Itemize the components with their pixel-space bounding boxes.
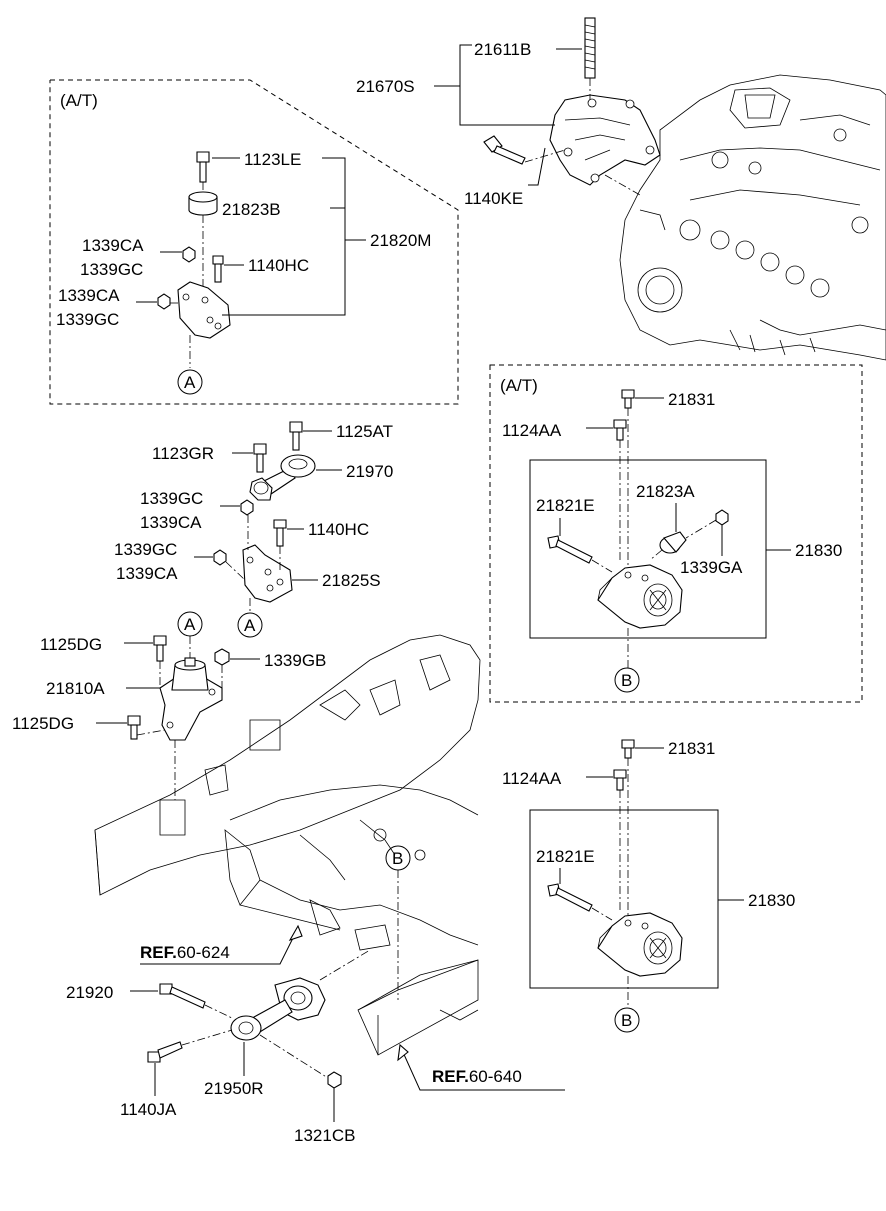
marker-b-1: B	[392, 849, 403, 868]
label-21821e-1: 21821E	[536, 496, 595, 515]
label-1124aa-2: 1124AA	[502, 769, 562, 788]
nut-1339gb	[214, 648, 230, 666]
ref-60-624: REF.60-624	[140, 943, 230, 962]
bolt-21821e-1	[547, 535, 593, 564]
torque-arm-21970	[249, 454, 316, 501]
marker-a-1: A	[184, 373, 196, 392]
at-box-right-frame	[489, 364, 863, 703]
bushing-21823a	[659, 531, 687, 554]
mount-box-21830-2	[529, 809, 719, 989]
ref-60-640: REF.60-640	[432, 1067, 522, 1086]
nut-1339ca-2	[157, 293, 171, 310]
marker-b-circle-3	[614, 1007, 640, 1033]
label-21825s: 21825S	[322, 571, 381, 590]
bracket-21825s	[242, 544, 293, 603]
mount-21830-1	[597, 564, 683, 629]
bolt-1123gr	[253, 443, 267, 473]
label-1123le: 1123LE	[244, 150, 301, 169]
nut-1339ga	[715, 509, 729, 526]
label-1124aa-1: 1124AA	[502, 421, 562, 440]
bolt-1125dg-2	[127, 715, 141, 740]
at-box-left-title: (A/T)	[60, 91, 98, 110]
label-1339gb: 1339GB	[264, 651, 326, 670]
label-1339ca-4: 1339CA	[116, 564, 178, 583]
label-21820m: 21820M	[370, 231, 431, 250]
marker-a-3: A	[184, 615, 196, 634]
bolt-1125at	[289, 421, 303, 451]
nut-1339ca-1	[182, 246, 196, 263]
label-21831-1: 21831	[668, 390, 715, 409]
label-1140hc-1: 1140HC	[248, 256, 309, 275]
marker-a-circle-2	[237, 612, 263, 638]
bolt-1140hc-2	[273, 519, 287, 547]
label-1125dg-2: 1125DG	[12, 714, 74, 733]
label-1140ja: 1140JA	[120, 1100, 177, 1119]
nut-1339ca-3	[240, 499, 254, 516]
bolt-1140ke	[483, 135, 526, 165]
label-1339ca-1: 1339CA	[82, 236, 144, 255]
label-21970: 21970	[346, 462, 393, 481]
marker-b-2: B	[621, 671, 632, 690]
label-1140hc-2: 1140HC	[308, 520, 369, 539]
label-21831-2: 21831	[668, 739, 715, 758]
bolt-21831-2	[621, 739, 635, 759]
engine-mount-bracket-21670s	[549, 94, 661, 186]
label-1339gc-4: 1339GC	[114, 540, 177, 559]
bracket-21820m	[177, 281, 231, 339]
label-1339ca-2: 1339CA	[58, 286, 120, 305]
label-21830-1: 21830	[795, 541, 842, 560]
label-1339gc-1: 1339GC	[80, 260, 143, 279]
stud-21611b	[584, 17, 596, 79]
label-21821e-2: 21821E	[536, 847, 595, 866]
at-box-right-title: (A/T)	[500, 376, 538, 395]
label-1339ga: 1339GA	[680, 558, 743, 577]
bolt-21821e-2	[547, 883, 593, 912]
bolt-1124aa-2	[613, 769, 627, 791]
label-21823a: 21823A	[636, 482, 695, 501]
label-21611b: 21611B	[474, 40, 531, 59]
label-1123gr: 1123GR	[152, 444, 214, 463]
bolt-1123le	[196, 151, 210, 183]
label-21920: 21920	[66, 983, 113, 1002]
label-21823b: 21823B	[222, 200, 281, 219]
label-21830-2: 21830	[748, 891, 795, 910]
engine-block-illustration	[619, 74, 886, 361]
marker-a-circle-1	[177, 369, 203, 395]
marker-b-3: B	[621, 1011, 632, 1030]
mount-21830-2	[597, 912, 683, 977]
label-21810a: 21810A	[46, 679, 105, 698]
bolt-1140hc-1	[212, 255, 224, 283]
roll-rod-21950r	[230, 977, 326, 1041]
bolt-1124aa-1	[613, 419, 627, 441]
label-1125at: 1125AT	[336, 422, 393, 441]
label-21950r: 21950R	[204, 1079, 264, 1098]
bolt-1125dg-1	[153, 635, 167, 662]
nut-1321cb	[327, 1071, 342, 1089]
label-21670s: 21670S	[356, 77, 415, 96]
bolt-1140ja	[147, 1041, 183, 1063]
label-1339ca-3: 1339CA	[140, 513, 202, 532]
at-box-left-frame	[49, 79, 459, 405]
bolt-21920	[159, 983, 206, 1009]
marker-b-circle-2	[614, 667, 640, 693]
marker-a-2: A	[244, 616, 256, 635]
mount-box-21830-1	[529, 459, 767, 639]
label-1321cb: 1321CB	[294, 1126, 355, 1145]
label-1339gc-3: 1339GC	[140, 489, 203, 508]
nut-1339ca-4	[213, 549, 227, 566]
label-1140ke: 1140KE	[464, 189, 523, 208]
bushing-21823b	[188, 191, 218, 216]
engine-mount-21810a	[159, 657, 223, 741]
bolt-21831-1	[621, 389, 635, 409]
label-1125dg-1: 1125DG	[40, 635, 102, 654]
label-1339gc-2: 1339GC	[56, 310, 119, 329]
